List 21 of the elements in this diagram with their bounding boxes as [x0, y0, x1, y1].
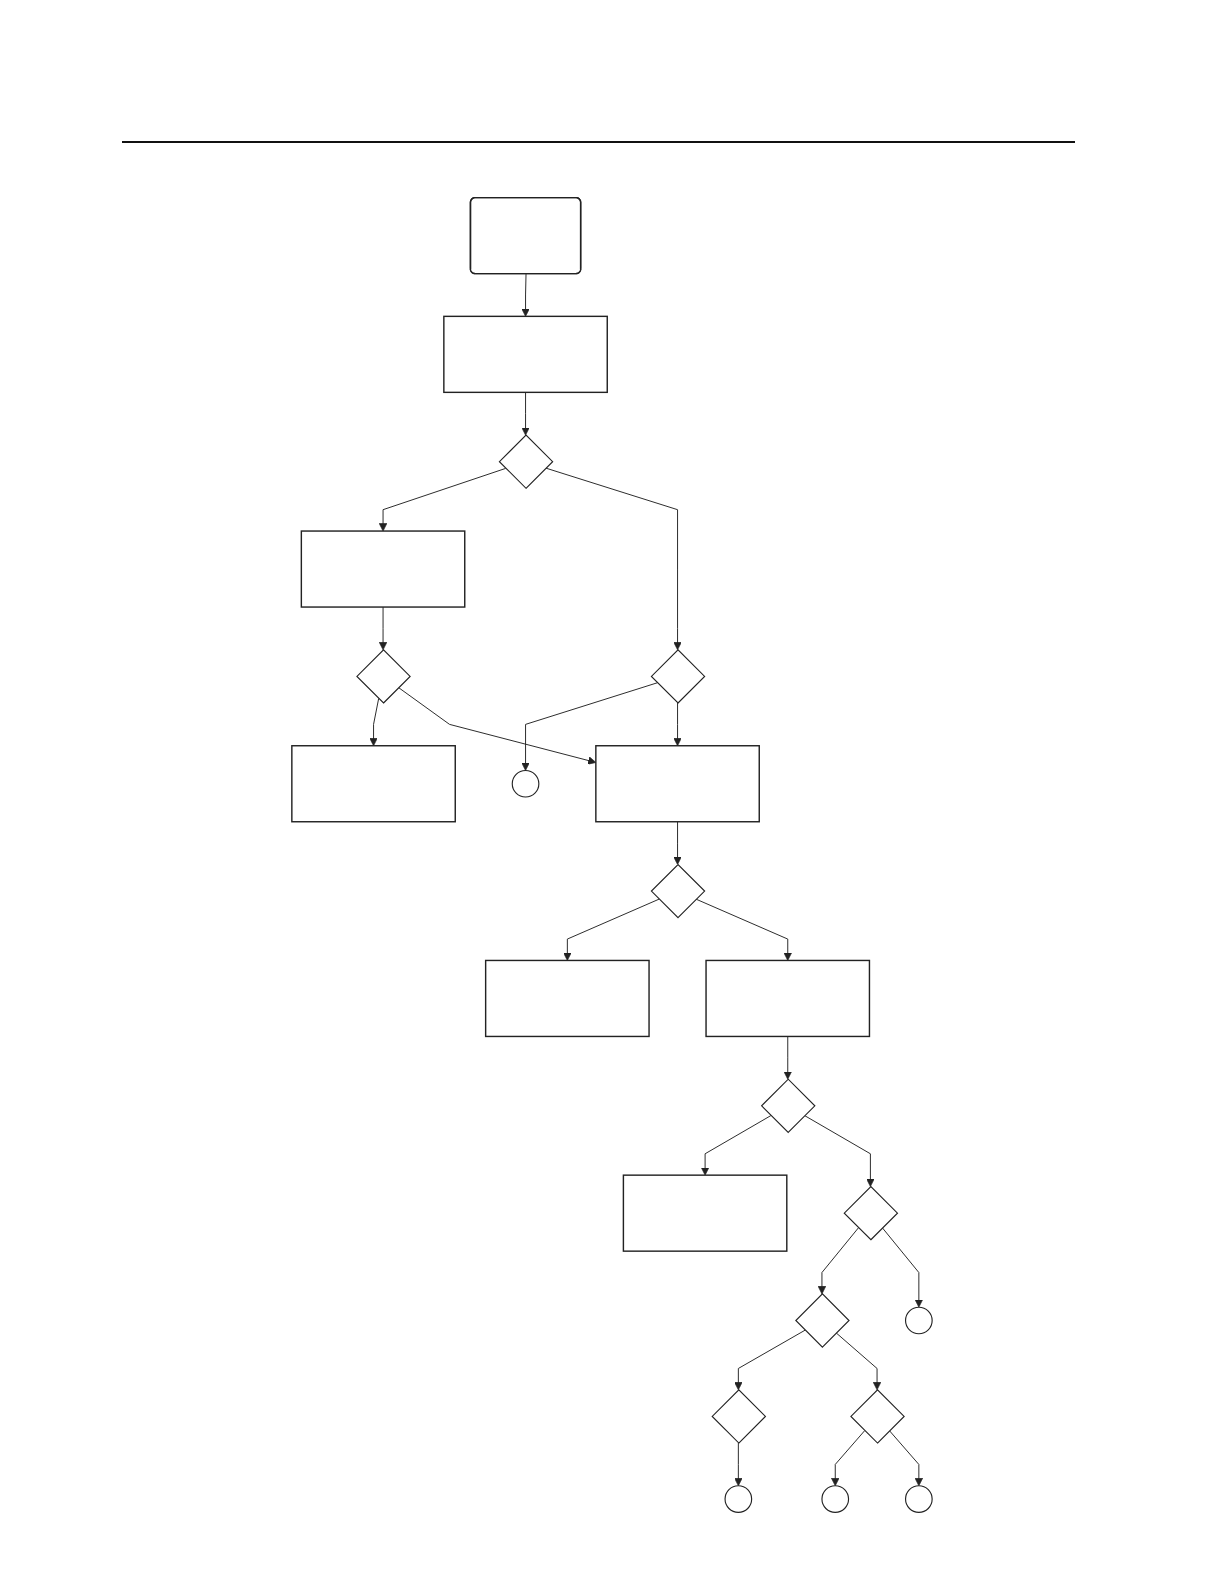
node-box: [705, 959, 871, 1038]
node-diamond: [795, 1293, 850, 1348]
node-box: [300, 530, 466, 608]
node-diamond: [356, 649, 411, 704]
node-diamond: [850, 1389, 905, 1444]
node-diamond: [760, 1078, 816, 1134]
node-diamond: [843, 1185, 899, 1241]
node-box: [291, 745, 456, 823]
node-diamond: [711, 1389, 767, 1444]
node-circle: [904, 1306, 933, 1335]
node-circle: [904, 1485, 933, 1513]
node-box: [443, 315, 608, 394]
node-circle: [821, 1485, 850, 1513]
node-box: [484, 959, 650, 1038]
node-circle: [724, 1485, 753, 1513]
node-diamond: [650, 649, 706, 704]
node-box: [595, 745, 760, 823]
node-box: [622, 1174, 788, 1252]
node-circle: [511, 769, 540, 798]
node-diamond: [650, 863, 706, 919]
node-diamond: [498, 434, 554, 490]
